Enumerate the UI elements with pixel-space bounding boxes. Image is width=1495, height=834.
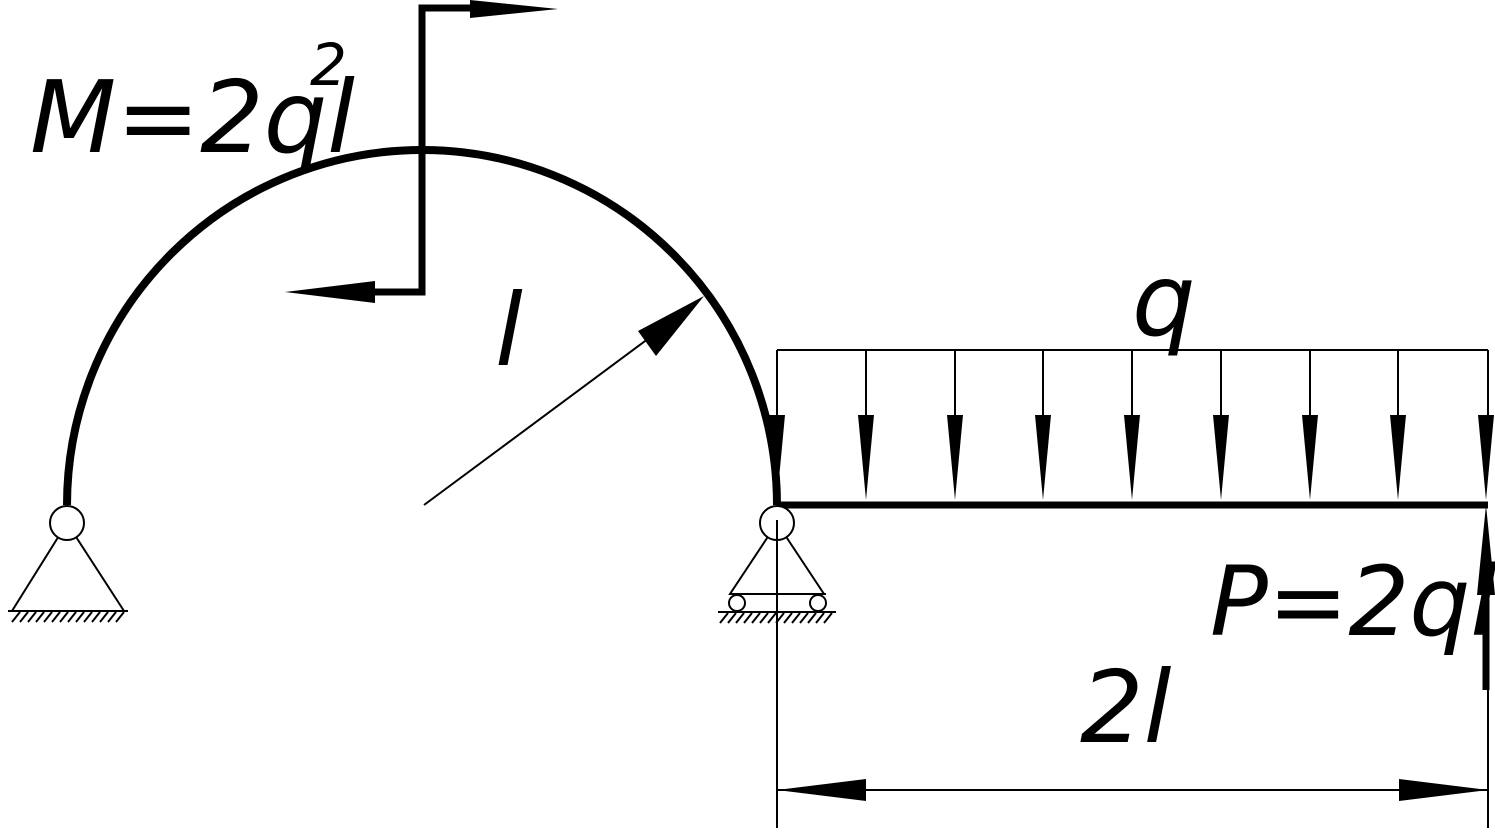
distributed-load <box>769 349 1494 500</box>
radius-label: l <box>495 272 523 389</box>
radius-arrow <box>423 296 704 506</box>
moment-label: M=2ql <box>30 59 355 176</box>
span-label: 2l <box>1080 649 1172 766</box>
moment-symbol <box>285 0 558 303</box>
distributed-load-label: q <box>1132 242 1195 359</box>
force-p-arrow <box>1477 505 1495 690</box>
span-dimension <box>776 520 1489 828</box>
moment-exponent: 2 <box>310 31 347 99</box>
pinned-support-left <box>8 505 128 623</box>
force-label: P=2ql <box>1210 546 1495 658</box>
